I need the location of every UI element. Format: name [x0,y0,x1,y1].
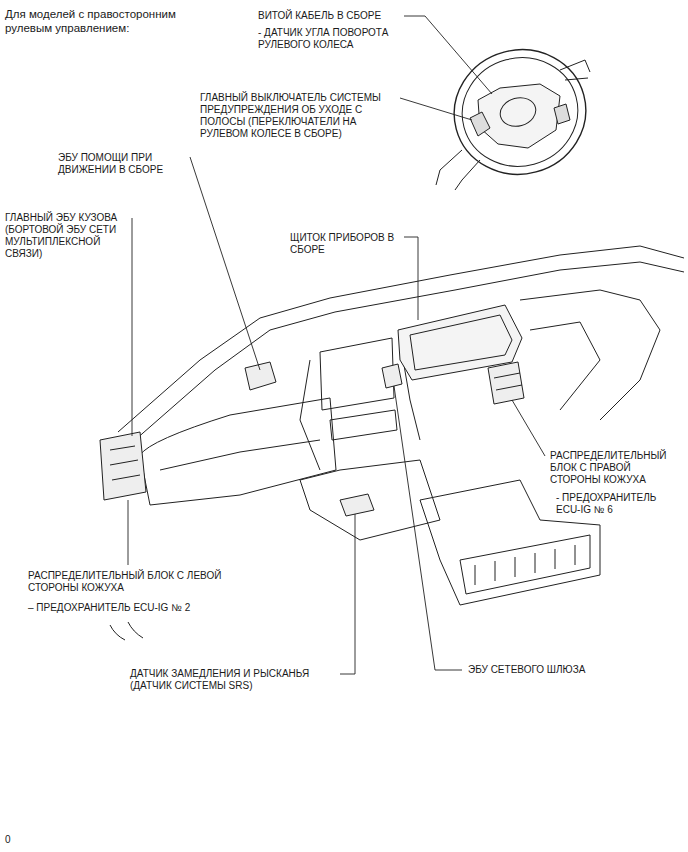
part-label: - ПРЕДОХРАНИТЕЛЬ ECU-IG № 6 [556,492,682,516]
figure-number: 0 [5,834,35,846]
part-label: ГЛАВНЫЙ ЭБУ КУЗОВА (БОРТОВОЙ ЭБУ СЕТИ МУ… [5,212,127,260]
component-drive-assist-ecu [245,362,276,390]
component-gateway-ecu [382,364,402,388]
steering-wheel [436,35,600,190]
part-label: РАСПРЕДЕЛИТЕЛЬНЫЙ БЛОК С ПРАВОЙ СТОРОНЫ … [550,450,682,486]
part-label: ЭБУ СЕТЕВОГО ШЛЮЗА [468,664,648,676]
part-label: - ДАТЧИК УГЛА ПОВОРОТА РУЛЕВОГО КОЛЕСА [258,27,408,51]
part-label: ВИТОЙ КАБЕЛЬ В СБОРЕ [258,10,408,22]
component-body-ecu [100,432,146,500]
part-label: ГЛАВНЫЙ ВЫКЛЮЧАТЕЛЬ СИСТЕМЫ ПРЕДУПРЕЖДЕН… [200,92,395,140]
heading: Для моделей с правосторонним рулевым упр… [5,7,210,35]
part-label: ЩИТОК ПРИБОРОВ В СБОРЕ [290,232,402,256]
component-right-junction-block [488,362,524,404]
part-label: – ПРЕДОХРАНИТЕЛЬ ECU-IG № 2 [28,602,268,614]
component-yaw-sensor [340,494,374,516]
part-label: ЭБУ ПОМОЩИ ПРИ ДВИЖЕНИИ В СБОРЕ [58,152,180,176]
part-label: ДАТЧИК ЗАМЕДЛЕНИЯ И РЫСКАНЬЯ (ДАТЧИК СИС… [130,668,335,692]
part-label: РАСПРЕДЕЛИТЕЛЬНЫЙ БЛОК С ЛЕВОЙ СТОРОНЫ К… [28,570,250,594]
